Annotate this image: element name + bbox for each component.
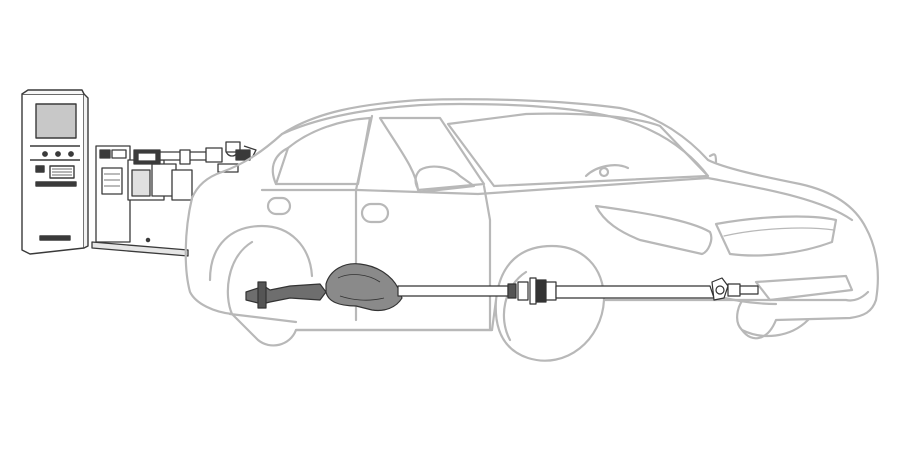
drivetrain: [246, 264, 758, 311]
front-door-handle: [362, 204, 388, 222]
front-door-window: [380, 118, 484, 190]
headlight: [596, 206, 711, 254]
rear-differential-icon: [326, 264, 402, 311]
test-rig-icon: [92, 142, 256, 256]
grille: [716, 217, 836, 256]
windshield: [448, 114, 708, 186]
sedan-outline-icon: [186, 99, 878, 360]
side-mirror: [416, 167, 475, 192]
cabinet-screen: [36, 104, 76, 138]
driveshaft-icon: [398, 286, 508, 296]
rear-wheel: [210, 226, 312, 280]
cabinet-button-2: [56, 152, 60, 156]
control-cabinet-icon: [22, 90, 88, 254]
cabinet-button-1: [43, 152, 47, 156]
center-joint: [518, 282, 528, 300]
cabinet-button-3: [69, 152, 73, 156]
rear-door-handle: [268, 198, 290, 214]
